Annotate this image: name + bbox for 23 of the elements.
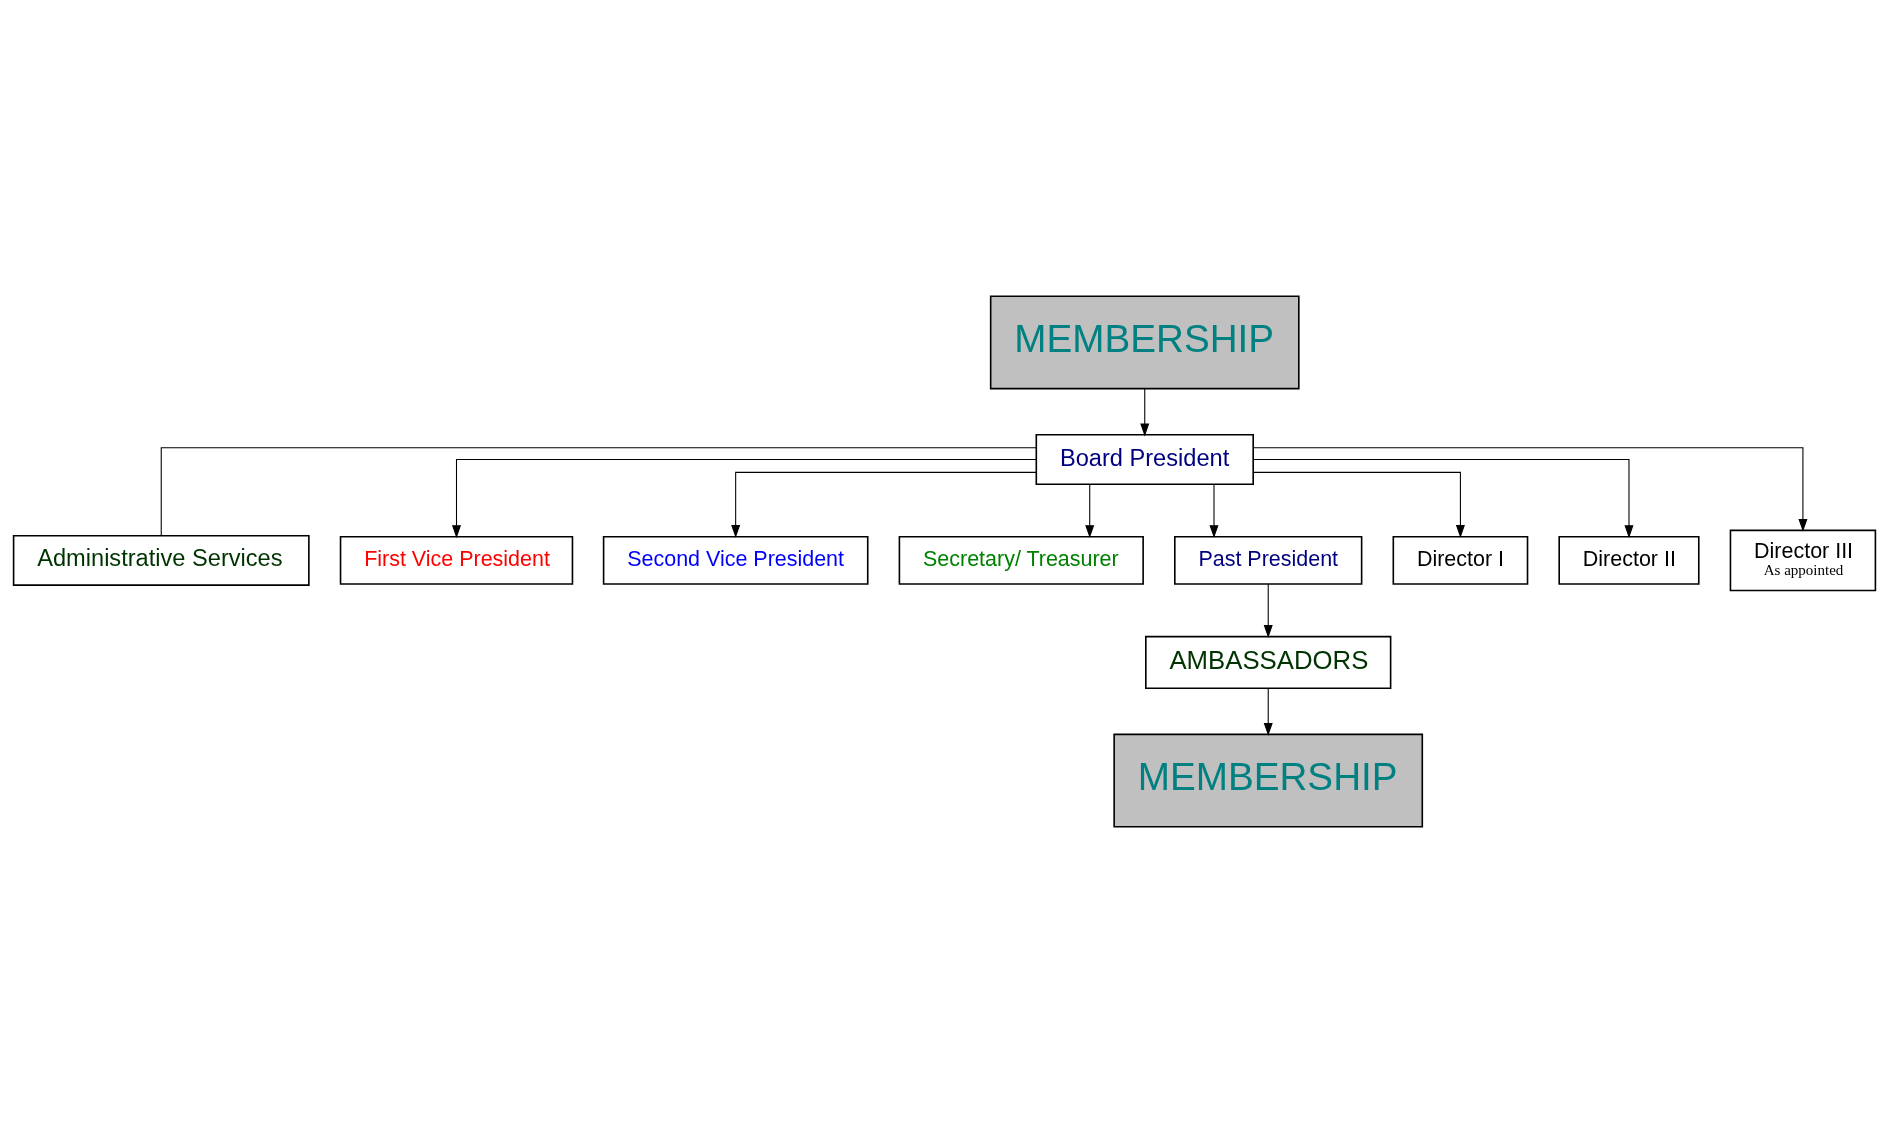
arrow [1209, 483, 1219, 539]
node-box: Past President [1174, 536, 1363, 585]
arrow [1263, 687, 1273, 736]
node-box: MEMBERSHIP [989, 295, 1300, 390]
node-box: Director I [1392, 536, 1529, 585]
arrow [1252, 458, 1634, 539]
node-box: Second Vice President [602, 536, 869, 585]
arrow [1085, 483, 1095, 539]
node-box: Secretary/ Treasurer [898, 536, 1144, 585]
node-box: Director III As appointed [1729, 529, 1877, 592]
node-box: AMBASSADORS [1145, 635, 1392, 689]
arrow [1263, 583, 1273, 638]
node-box: Administrative Services [12, 534, 310, 586]
arrow [452, 458, 1037, 539]
node-box: Board President [1035, 434, 1254, 485]
arrow [731, 471, 1037, 538]
arrow [1140, 388, 1150, 437]
node-box: Director II [1558, 536, 1700, 585]
node-box: First Vice President [339, 536, 574, 585]
node-box: MEMBERSHIP [1113, 733, 1424, 828]
arrow [1252, 447, 1808, 532]
connector [160, 447, 1037, 537]
arrow [1252, 471, 1465, 538]
